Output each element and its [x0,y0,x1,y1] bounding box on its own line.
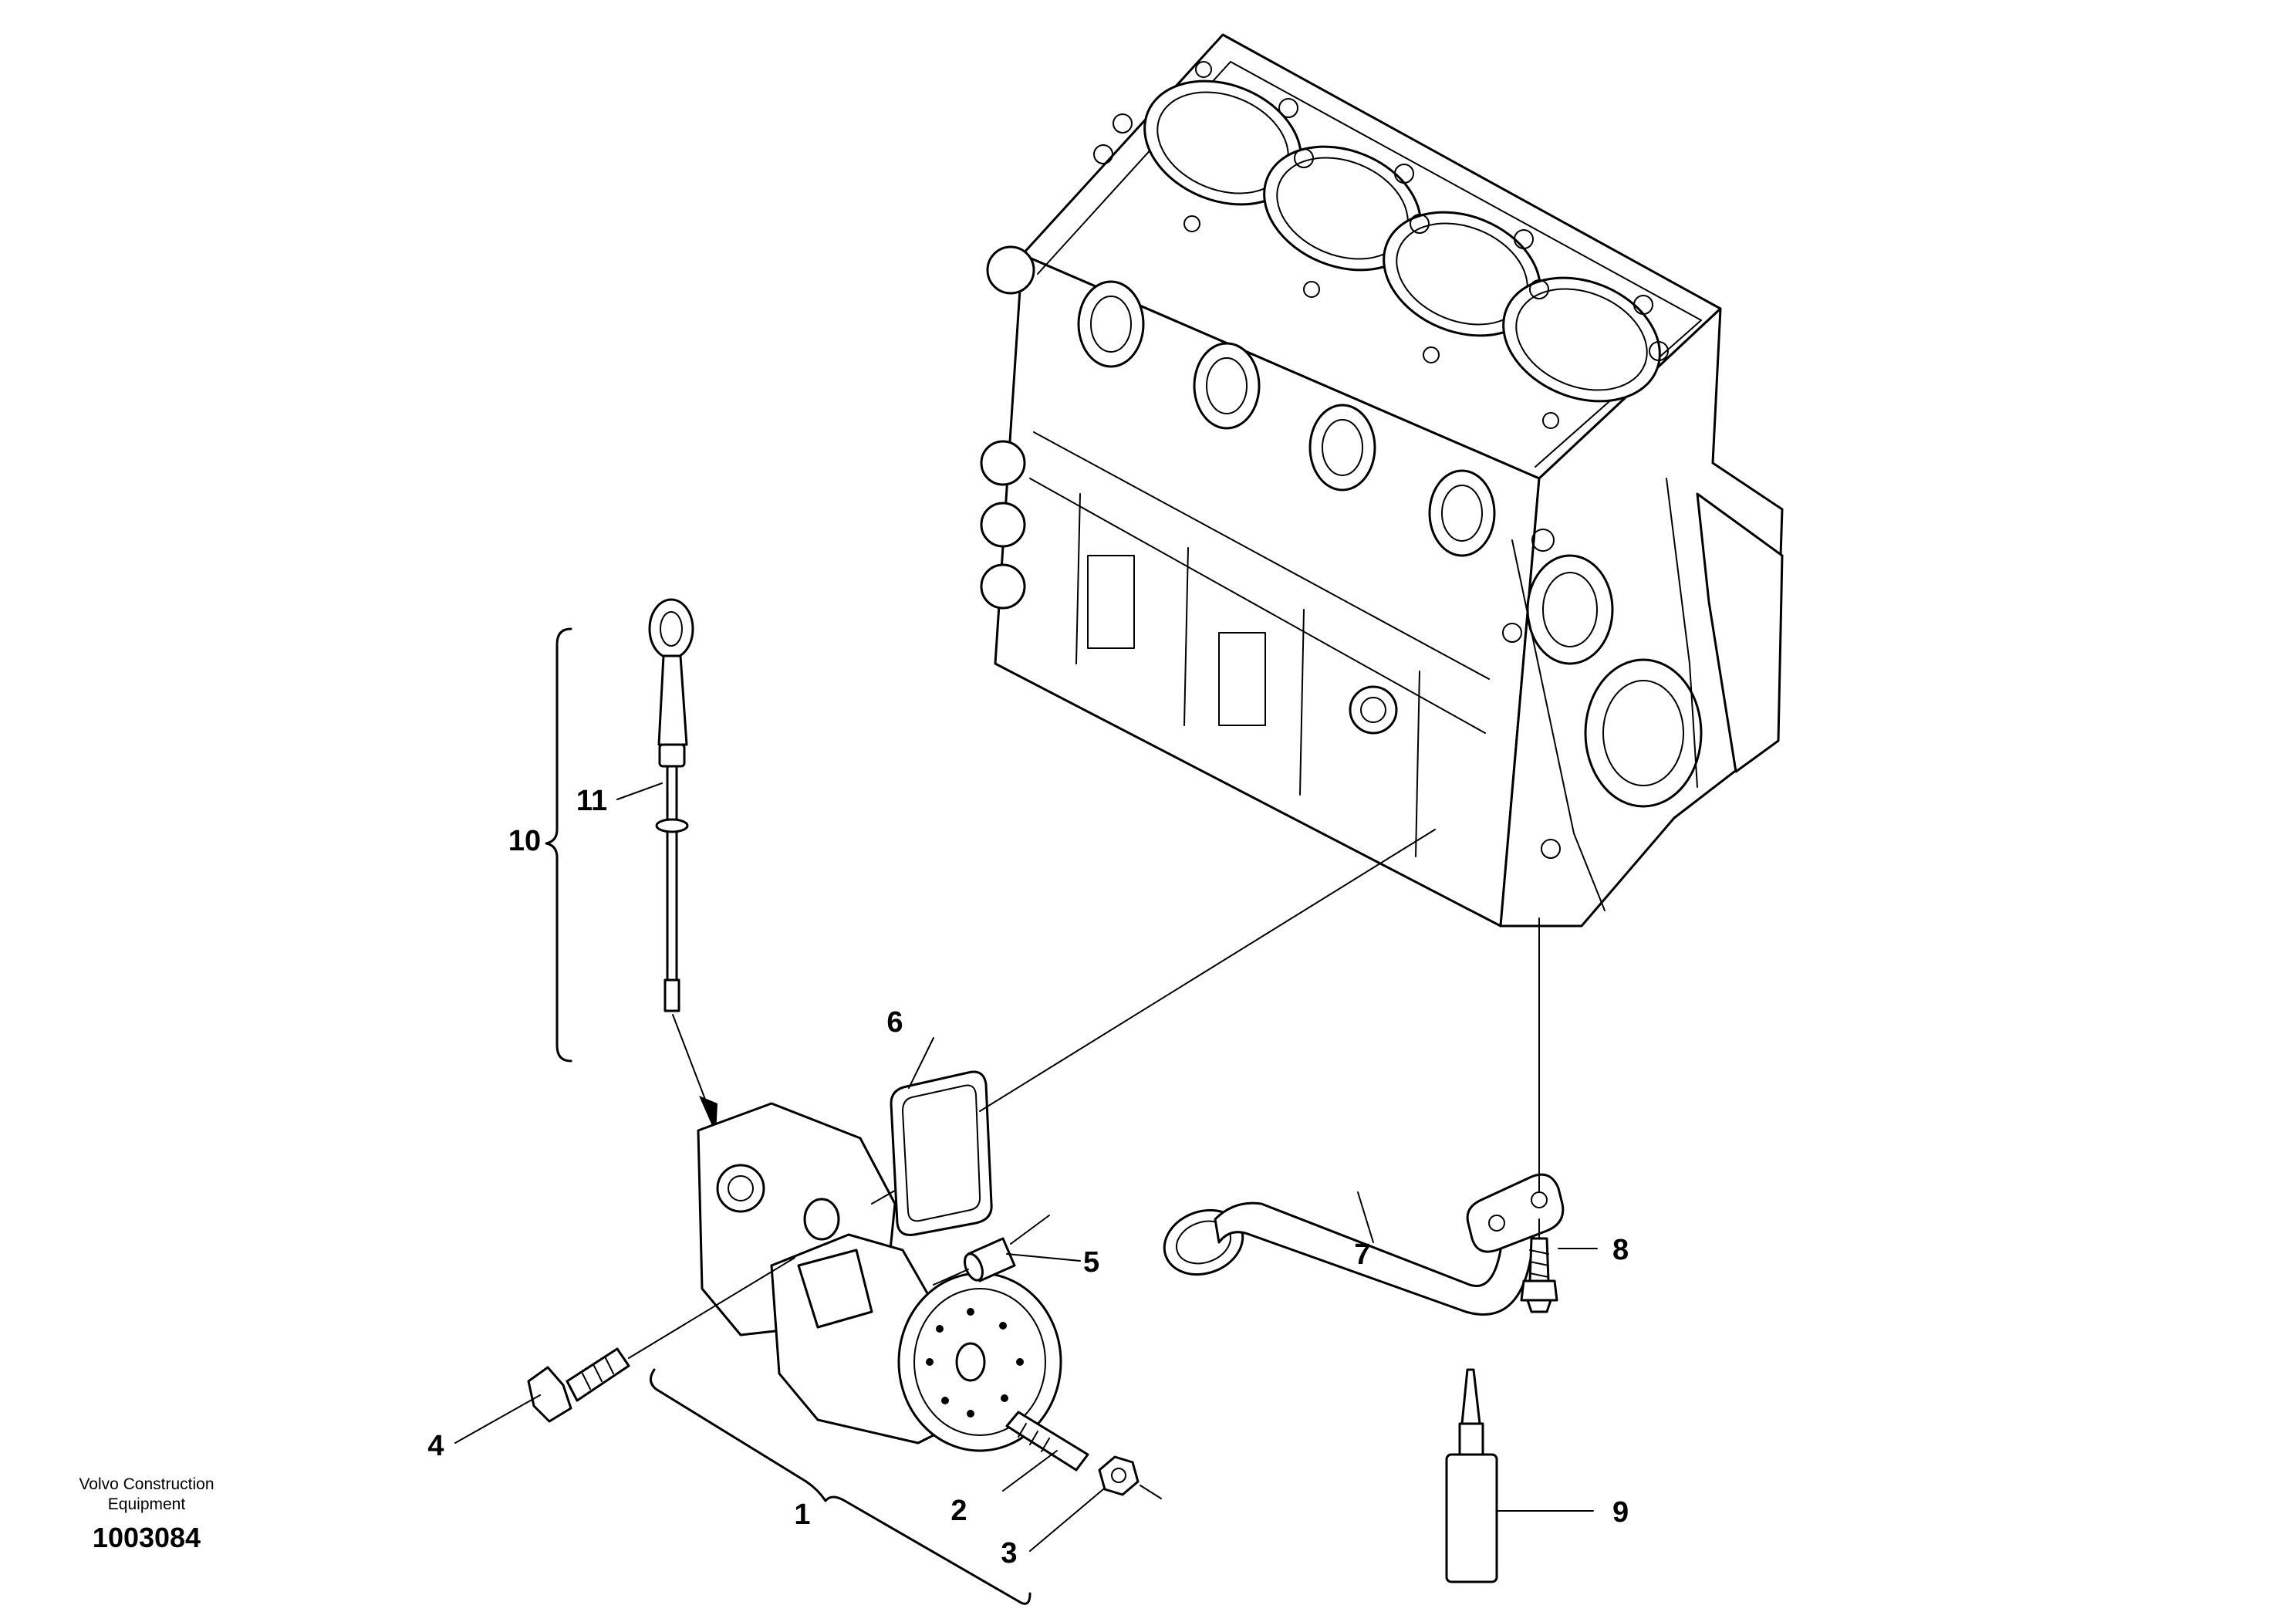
callout-1: 1 [794,1499,810,1531]
gasket-6 [890,1070,993,1236]
callout-5: 5 [1083,1246,1099,1279]
leader-lines [454,782,1598,1552]
nut-3 [1098,1455,1162,1499]
brace-1 [650,1368,1032,1605]
brand-line-2: Equipment [108,1495,186,1513]
gasket-alignment-line [979,829,1436,1112]
bushing-5 [933,1215,1050,1286]
sealant-tube-9 [1445,1368,1498,1583]
engine-block [980,33,1784,928]
callout-2: 2 [950,1495,967,1527]
dipstick [648,598,694,1012]
callout-8: 8 [1612,1234,1629,1266]
callout-11: 11 [576,785,607,817]
dipstick-guide-arrow [672,1014,718,1134]
callout-3: 3 [1001,1537,1017,1570]
callout-6: 6 [886,1006,903,1039]
pump-bolt-4 [527,1257,795,1423]
bolt-8 [1520,1218,1558,1313]
oil-pump [697,1102,1062,1452]
callout-9: 9 [1612,1496,1629,1529]
callout-10: 10 [508,825,541,857]
brace-10 [545,627,572,1063]
brand-line-1: Volvo Construction [79,1475,214,1493]
callout-7: 7 [1354,1238,1370,1271]
callout-4: 4 [427,1430,444,1462]
stud-2 [1005,1411,1089,1472]
drawing-number: 1003084 [93,1522,201,1553]
